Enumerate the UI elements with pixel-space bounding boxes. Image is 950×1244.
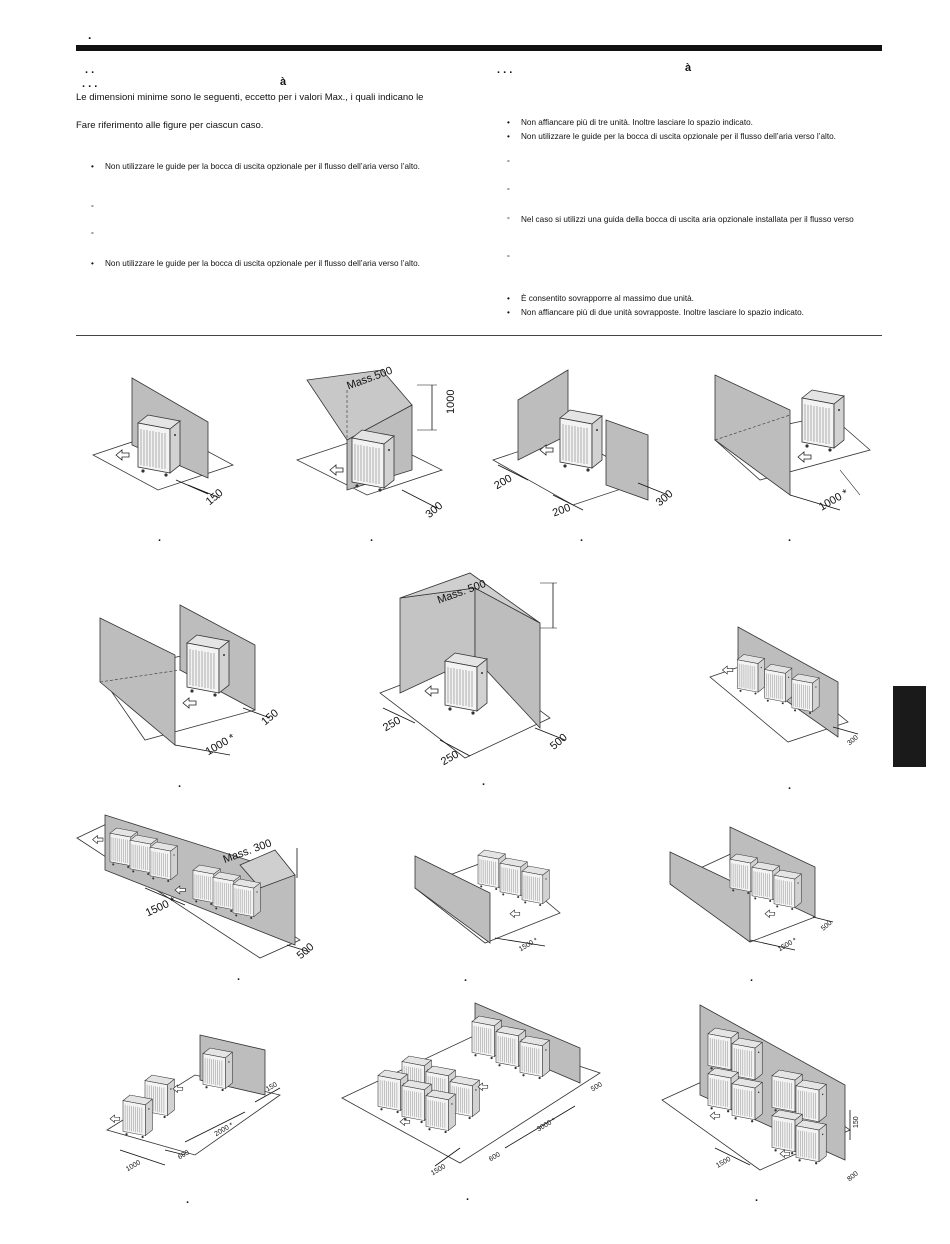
fig11-dim-1: 1000 xyxy=(125,1159,142,1173)
figure-11: 1000 600 2000 * 150 xyxy=(105,1030,290,1180)
left-circle-2: ° xyxy=(91,232,94,239)
right-heading: . . . xyxy=(497,64,513,76)
left-bullet-2: •Non utilizzare le guide per la bocca di… xyxy=(91,259,420,268)
caption-6: . xyxy=(482,776,486,788)
caption-8: . xyxy=(237,971,241,983)
caption-3: . xyxy=(580,532,584,544)
fig9-dim-1: 1500 * xyxy=(518,937,539,953)
fig8-dim-1: 1500 * xyxy=(144,895,179,920)
fig10-dim-1: 1500 * xyxy=(777,937,798,953)
fig8-dim-500: 500 xyxy=(295,941,317,962)
right-bullet-4: •Non affiancare più di due unità sovrapp… xyxy=(507,308,804,317)
right-circle-2: ° xyxy=(507,188,510,195)
figure-4: 1000 * xyxy=(710,370,880,515)
caption-1: . xyxy=(158,532,162,544)
fig12-dim-3: 3000 * xyxy=(536,1117,557,1133)
caption-7: . xyxy=(788,780,792,792)
header-mark: . xyxy=(88,28,92,42)
left-intro-text: Le dimensioni minime sono le seguenti, e… xyxy=(76,92,424,103)
figure-7: 300 xyxy=(708,622,868,752)
left-bullet-1: •Non utilizzare le guide per la bocca di… xyxy=(91,162,420,171)
figure-5: 1000 * 150 xyxy=(95,600,295,760)
fig7-dim-1: 300 xyxy=(846,734,860,747)
fig11-dim-2: 600 xyxy=(177,1149,191,1161)
fig3-dim-2: 200 xyxy=(551,502,572,520)
right-bullet-1: •Non affiancare più di tre unità. Inoltr… xyxy=(507,118,753,127)
left-ref-text: Fare riferimento alle figure per ciascun… xyxy=(76,120,264,131)
fig3-dim-3: 300 xyxy=(654,488,676,509)
right-heading-char: à xyxy=(685,62,692,74)
fig3-dim-1: 200 xyxy=(492,472,514,492)
figure-6: Mass. 500 250 250 500 xyxy=(375,568,575,768)
figure-12: 1500 600 3000 * 500 xyxy=(340,998,610,1183)
fig11-dim-3: 2000 * xyxy=(214,1122,235,1138)
fig12-dim-2: 600 xyxy=(488,1151,502,1163)
caption-9: . xyxy=(464,972,468,984)
left-heading-2-char: à xyxy=(280,76,287,88)
figure-8: Mass. 300 1500 * 500 xyxy=(75,810,317,962)
fig13-dim-1: 1500 xyxy=(715,1156,732,1170)
left-heading-1: . . xyxy=(85,64,95,76)
figure-2: 1000 Mass.500 300 xyxy=(292,360,467,521)
left-circle-1: ° xyxy=(91,205,94,212)
header-rule xyxy=(76,45,882,51)
right-bullet-2: •Non utilizzare le guide per la bocca di… xyxy=(507,132,836,141)
fig2-dim-1000: 1000 xyxy=(445,390,457,414)
caption-13: . xyxy=(755,1192,759,1204)
caption-12: . xyxy=(466,1191,470,1203)
caption-11: . xyxy=(186,1194,190,1206)
fig13-dim-2: 800 xyxy=(846,1170,860,1183)
caption-2: . xyxy=(370,532,374,544)
fig5-dim-150: 150 xyxy=(259,707,281,728)
right-circle-3: °Nel caso si utilizzi una guida della bo… xyxy=(507,215,854,224)
fig12-dim-4: 500 xyxy=(590,1081,604,1093)
right-bullet-3: •È consentito sovrapporre al massimo due… xyxy=(507,294,694,303)
right-circle-1: ° xyxy=(507,160,510,167)
fig13-dim-3: 150 xyxy=(853,1116,860,1128)
fig6-dim-1: 250 xyxy=(381,714,403,734)
fig6-dim-2: 250 xyxy=(439,748,461,768)
figure-1: 150 xyxy=(88,370,248,510)
caption-10: . xyxy=(750,972,754,984)
left-heading-2: . . . xyxy=(82,78,98,90)
figure-10: 1500 * 500 xyxy=(665,822,840,957)
fig11-dim-4: 150 xyxy=(265,1081,279,1093)
right-circle-4: ° xyxy=(507,255,510,262)
caption-4: . xyxy=(788,532,792,544)
fig12-dim-1: 1500 xyxy=(430,1163,447,1177)
caption-5: . xyxy=(178,778,182,790)
figure-13: 1500 800 150 xyxy=(660,1000,860,1183)
fig5-dim-1: 1000 * xyxy=(204,731,238,758)
side-tab xyxy=(893,686,926,767)
fig4-dim-1: 1000 * xyxy=(817,487,851,514)
figure-3: 200 200 300 xyxy=(488,365,688,525)
section-divider xyxy=(76,335,882,336)
figure-9: 1500 * xyxy=(410,838,570,958)
fig1-dim-1: 150 xyxy=(204,487,226,508)
